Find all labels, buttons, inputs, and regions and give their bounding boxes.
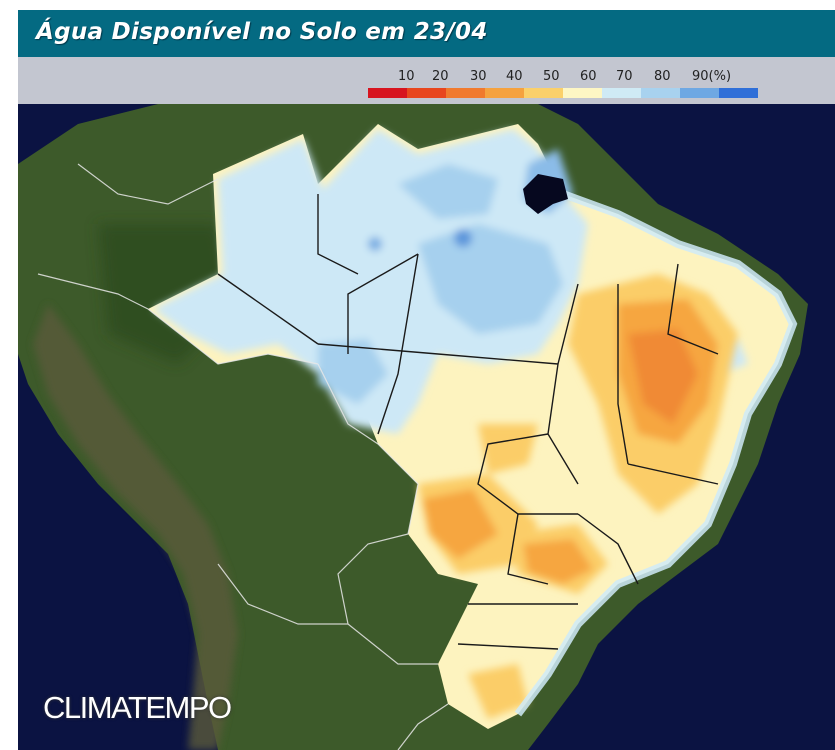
legend-swatch — [602, 88, 641, 98]
title-bar: Água Disponível no Solo em 23/04 — [18, 10, 835, 57]
legend-swatch — [524, 88, 563, 98]
legend-label-70: 70 — [616, 69, 633, 84]
legend-swatch — [485, 88, 524, 98]
legend-label-90: 90(%) — [692, 69, 732, 84]
legend-swatch — [368, 88, 407, 98]
soil-water-map — [18, 104, 835, 750]
climatempo-logo: CLIMATEMPO — [43, 690, 232, 725]
legend-label-80: 80 — [654, 69, 671, 84]
legend-label-30: 30 — [470, 69, 487, 84]
legend-label-60: 60 — [580, 69, 597, 84]
andes-terrain — [33, 304, 238, 750]
country-borders — [37, 163, 449, 750]
amazon-estuary — [523, 174, 568, 214]
legend-swatch — [680, 88, 719, 98]
legend-swatch — [446, 88, 485, 98]
coastline-fringe — [514, 190, 798, 717]
legend-label-10: 10 — [398, 69, 415, 84]
state-borders — [217, 194, 719, 650]
dry-areas — [418, 274, 738, 719]
legend-swatch — [563, 88, 602, 98]
legend-label-20: 20 — [432, 69, 449, 84]
legend-swatch — [407, 88, 446, 98]
legend-label-50: 50 — [543, 69, 560, 84]
legend-swatch — [641, 88, 680, 98]
legend-label-40: 40 — [506, 69, 523, 84]
legend-color-scale — [368, 88, 758, 98]
map-title: Água Disponível no Solo em 23/04 — [36, 19, 488, 45]
map-frame: Água Disponível no Solo em 23/04 10 20 3… — [18, 10, 835, 750]
legend-swatch — [719, 88, 758, 98]
